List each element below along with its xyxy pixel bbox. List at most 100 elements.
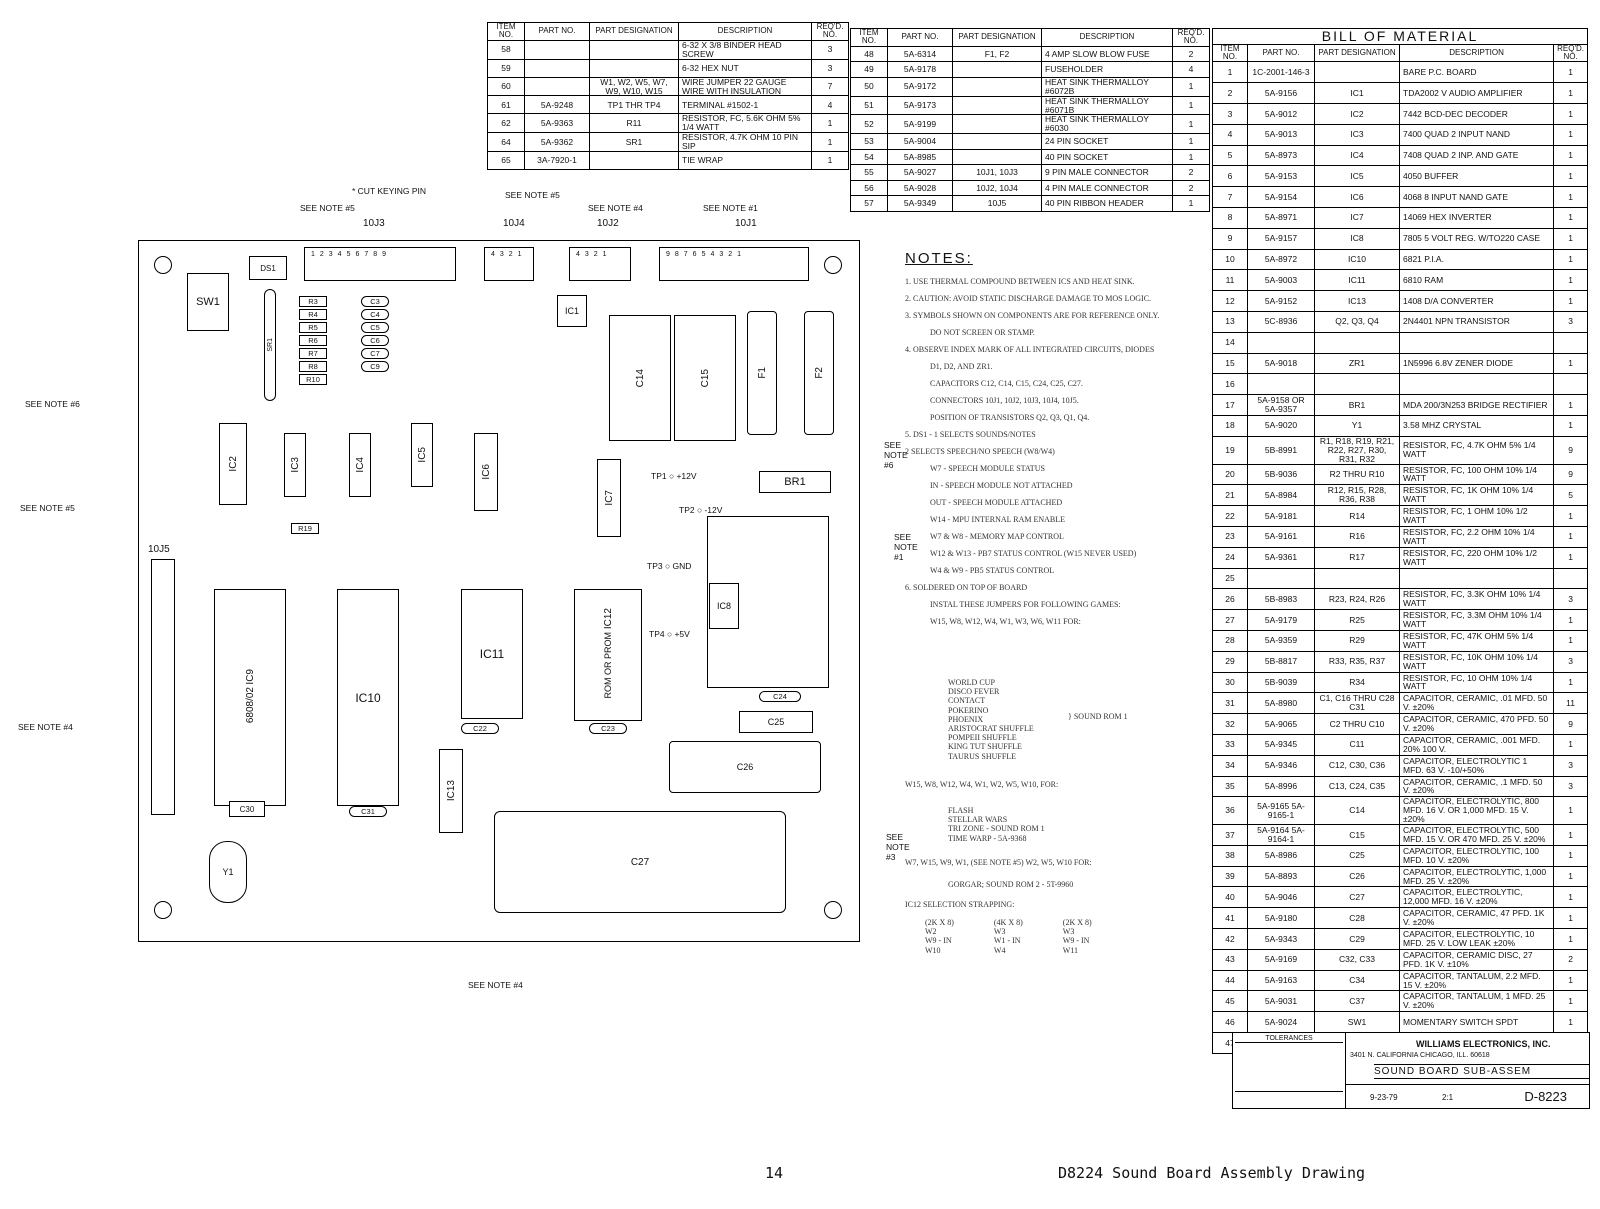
table-cell: 65 — [487, 151, 525, 171]
table-cell: TERMINAL #1502-1 — [678, 95, 812, 115]
table-cell: CAPACITOR, ELECTROLYTIC, 100 MFD. 10 V. … — [1398, 844, 1555, 867]
table-cell: 59 — [487, 58, 525, 78]
table-cell: SW1 — [1314, 1011, 1400, 1034]
table-cell — [589, 58, 679, 78]
game-item: TAURUS SHUFFLE — [948, 751, 1017, 761]
table-cell: 14 — [1212, 331, 1248, 354]
bom-header-cell: ITEM NO. — [1212, 43, 1248, 63]
table-cell: C27 — [1314, 886, 1400, 909]
table-cell: R33, R35, R37 — [1314, 650, 1400, 673]
strap-item: (2K x 8) — [925, 918, 954, 927]
strap-item: W4 — [993, 945, 1006, 955]
table-cell: 4 — [1172, 61, 1210, 78]
table-cell: 6-32 HEX NUT — [678, 58, 812, 78]
page-number: 14 — [765, 1164, 784, 1182]
table-cell — [952, 148, 1042, 166]
callout-note4-a: SEE NOTE #4 — [588, 203, 643, 213]
cap-c22: C22 — [461, 723, 499, 734]
table-cell: 1 — [1553, 415, 1588, 437]
table-cell: C29 — [1314, 928, 1400, 950]
table-cell: R2 THRU R10 — [1314, 463, 1400, 486]
table-cell: 11 — [1212, 269, 1248, 292]
label-10j1: 10J1 — [735, 218, 757, 229]
strap-item: W11 — [1062, 945, 1079, 955]
table-cell: 40 — [1212, 886, 1248, 909]
table-cell: 25 — [1212, 567, 1248, 590]
table-cell: R16 — [1314, 525, 1400, 548]
table-cell: C25 — [1314, 844, 1400, 867]
game-item: DISCO FEVER — [948, 687, 1000, 697]
table-cell: IC11 — [1314, 269, 1400, 292]
table-cell — [1398, 331, 1555, 354]
bom-header-cell: ITEM NO. — [487, 22, 525, 41]
table-cell: 5A-9362 — [524, 132, 590, 153]
table-cell: CAPACITOR, TANTALUM, 1 MFD. 25 V. ±20% — [1398, 990, 1555, 1013]
table-cell: C2 THRU C10 — [1314, 713, 1400, 735]
heat-sink — [707, 516, 829, 688]
bom-header-cell: REQ'D. NO. — [1553, 43, 1588, 63]
table-cell — [1314, 331, 1400, 354]
bom-header-cell: PART NO. — [524, 22, 590, 41]
table-cell: 5A-9248 — [524, 95, 590, 115]
table-cell: 54 — [850, 148, 888, 166]
table-cell: 5A-9153 — [1247, 165, 1315, 188]
table-cell: MOMENTARY SWITCH SPDT — [1398, 1011, 1555, 1034]
table-cell: 4 — [811, 95, 849, 115]
table-cell: 1 — [1553, 269, 1588, 292]
table-cell: 1 — [1553, 525, 1588, 548]
table-cell: R25 — [1314, 609, 1400, 631]
table-cell: 22 — [1212, 505, 1248, 527]
table-cell: 5A-9028 — [887, 179, 953, 197]
ic5: IC5 — [411, 423, 433, 487]
table-cell: RESISTOR, 4.7K OHM 10 PIN SIP — [678, 132, 812, 153]
table-cell — [952, 76, 1042, 97]
table-cell: 5B-8817 — [1247, 650, 1315, 673]
table-cell: 1 — [1553, 824, 1588, 846]
table-cell: 3 — [1553, 754, 1588, 777]
table-cell: C37 — [1314, 990, 1400, 1013]
table-cell: 24 PIN SOCKET — [1041, 133, 1173, 150]
table-cell: 1 — [1553, 796, 1588, 826]
mount-hole — [154, 901, 172, 919]
table-cell: 18 — [1212, 415, 1248, 437]
table-cell: 1 — [1553, 865, 1588, 888]
table-cell — [952, 133, 1042, 150]
table-cell: 5A-9020 — [1247, 415, 1315, 437]
table-cell: 5A-8980 — [1247, 692, 1315, 715]
callout-note3: SEE NOTE #3 — [886, 832, 910, 862]
cap-c25: C25 — [739, 711, 813, 733]
note-item: DO NOT SCREEN OR STAMP. — [930, 328, 1035, 337]
table-cell: C1, C16 THRU C28 C31 — [1314, 692, 1400, 715]
table-cell: 5A-9173 — [887, 95, 953, 116]
table-cell: 5A-8986 — [1247, 844, 1315, 867]
table-cell: 28 — [1212, 629, 1248, 652]
table-cell: 7 — [811, 76, 849, 97]
table-cell: 40 PIN RIBBON HEADER — [1041, 195, 1173, 212]
table-cell: C34 — [1314, 969, 1400, 992]
table-cell: 5A-9018 — [1247, 352, 1315, 375]
game-item: POMPEII SHUFFLE — [948, 733, 1017, 743]
table-cell: 3A-7920-1 — [524, 151, 590, 171]
callout-note5-b: SEE NOTE #5 — [505, 190, 560, 200]
table-cell: 1 — [1172, 76, 1210, 97]
drawing-date: 9-23-79 — [1370, 1093, 1398, 1102]
bom-header-cell: REQ'D. NO. — [1172, 28, 1210, 47]
note-item: W15, W8, W12, W4, W1, W3, W6, W11 FOR: — [930, 617, 1081, 626]
table-cell: 3 — [1212, 103, 1248, 125]
label-10j5: 10J5 — [148, 544, 170, 555]
